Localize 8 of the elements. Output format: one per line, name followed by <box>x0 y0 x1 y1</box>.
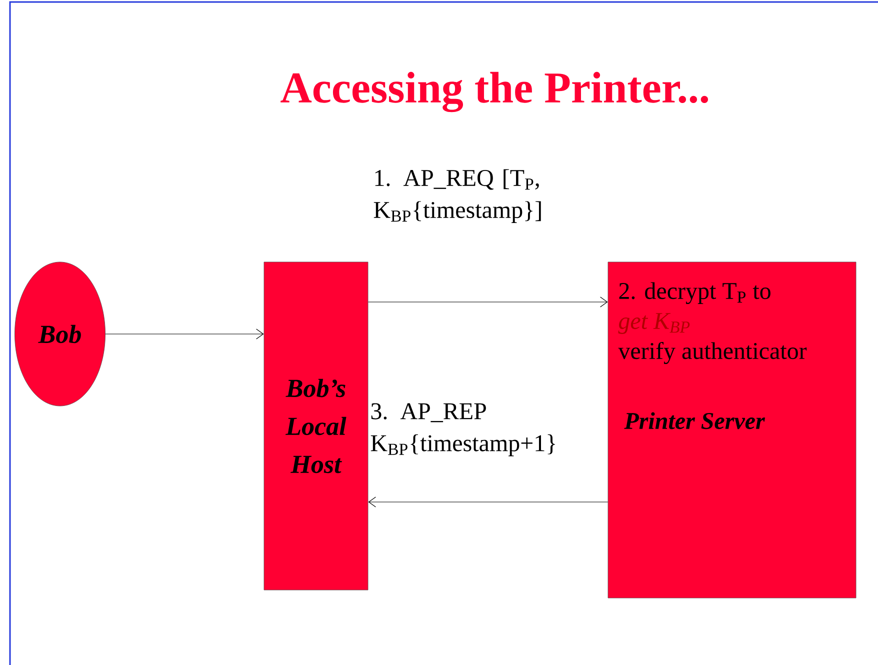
title: Accessing the Printer... <box>280 72 708 112</box>
server-box: 2. decrypt T$_{P}$ to get K$_{BP}$ verify authenticator Printer Server <box>608 262 856 598</box>
arrow <box>368 296 608 308</box>
arrow <box>368 496 608 508</box>
arrow <box>105 328 264 340</box>
host-box: Bob’s Local Host <box>264 262 368 590</box>
edge-label: 3. AP_REP K$_{BP}${timestamp+1} <box>370 403 555 456</box>
edge-label: 1. AP_REQ [T$_{P}$, K$_{BP}${timestamp}] <box>374 169 541 223</box>
